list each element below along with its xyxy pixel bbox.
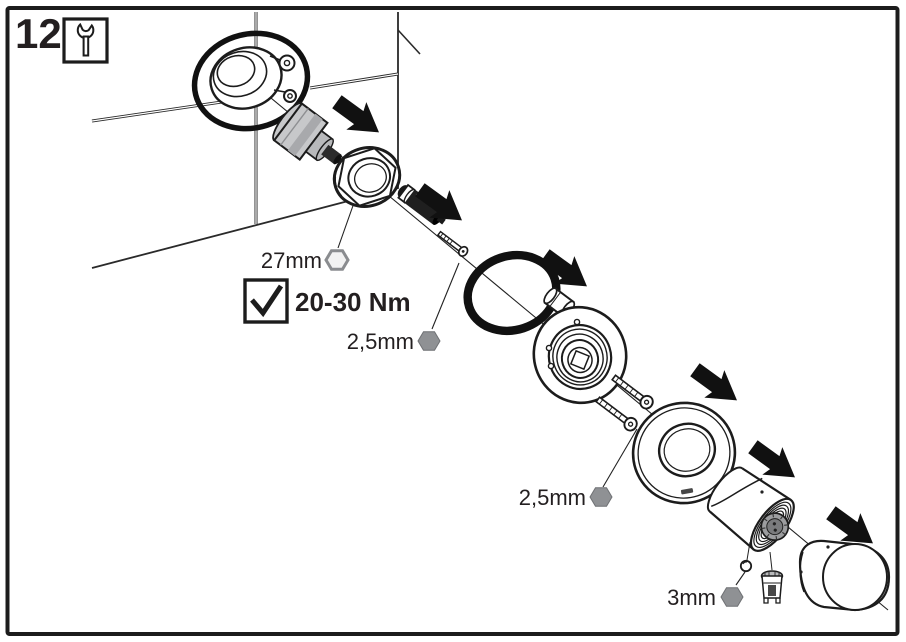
hex-key-extension-label: 2,5mm — [347, 329, 414, 354]
hex-key-handle-label: 3mm — [667, 585, 716, 610]
handle-knob-cap — [798, 539, 891, 612]
page-border — [5, 6, 900, 636]
hex-socket-filled-icon — [720, 587, 744, 607]
checkmark — [250, 284, 284, 318]
valve-highlight-callout — [191, 30, 311, 132]
annotation-nut-size: 27mm — [261, 248, 350, 273]
extension-screw — [436, 230, 469, 257]
leader-plate-screws — [602, 428, 638, 488]
torque-label: 20-30 Nm — [295, 287, 411, 317]
plate-fixing-screws — [595, 374, 654, 432]
open-end-wrench-icon — [76, 22, 95, 57]
mounting-plate — [532, 287, 628, 405]
handle-adapter — [760, 570, 784, 604]
step-number: 12 — [15, 10, 62, 57]
handle-small-parts — [739, 541, 784, 604]
required-tool-box — [62, 17, 109, 64]
hex-socket-filled-icon — [417, 331, 441, 351]
plate-screw-hole — [573, 318, 581, 326]
handle-sleeve — [706, 466, 795, 552]
annotation-hex-key-handle: 3mm — [667, 585, 744, 610]
splined-stem — [760, 512, 790, 541]
cartridge-retaining-nut — [332, 146, 402, 208]
leader-extension-screw — [431, 262, 460, 330]
plate-screw-hole — [545, 344, 553, 352]
nut-size-label: 27mm — [261, 248, 322, 273]
direction-arrow-cartridge — [326, 88, 389, 147]
escutcheon-cover-plate — [631, 401, 737, 505]
rough-in-valve-body — [209, 46, 297, 110]
annotation-hex-key-extension: 2,5mm — [347, 329, 441, 354]
annotation-hex-key-plate: 2,5mm — [519, 485, 613, 510]
leader-lines — [337, 199, 746, 586]
wall-edge — [91, 12, 399, 269]
knob-pin-hole — [826, 545, 830, 549]
knob-pin-hole — [799, 570, 803, 574]
plate-screw-hole — [547, 362, 555, 370]
hex-nut-outline-icon — [324, 249, 350, 271]
annotation-torque: 20-30 Nm — [243, 278, 411, 324]
direction-arrow-o-ring — [534, 242, 597, 301]
hex-socket-filled-icon — [589, 487, 613, 507]
leader-handle-screw — [735, 571, 746, 586]
o-ring-seal — [463, 250, 561, 336]
sleeve-pin-hole — [760, 490, 764, 494]
thermostatic-cartridge — [272, 102, 344, 165]
wall-corner-edge — [397, 29, 421, 55]
escutcheon-logo-mark — [680, 488, 694, 495]
leader-nut-size — [337, 199, 356, 249]
hex-key-plate-label: 2,5mm — [519, 485, 586, 510]
